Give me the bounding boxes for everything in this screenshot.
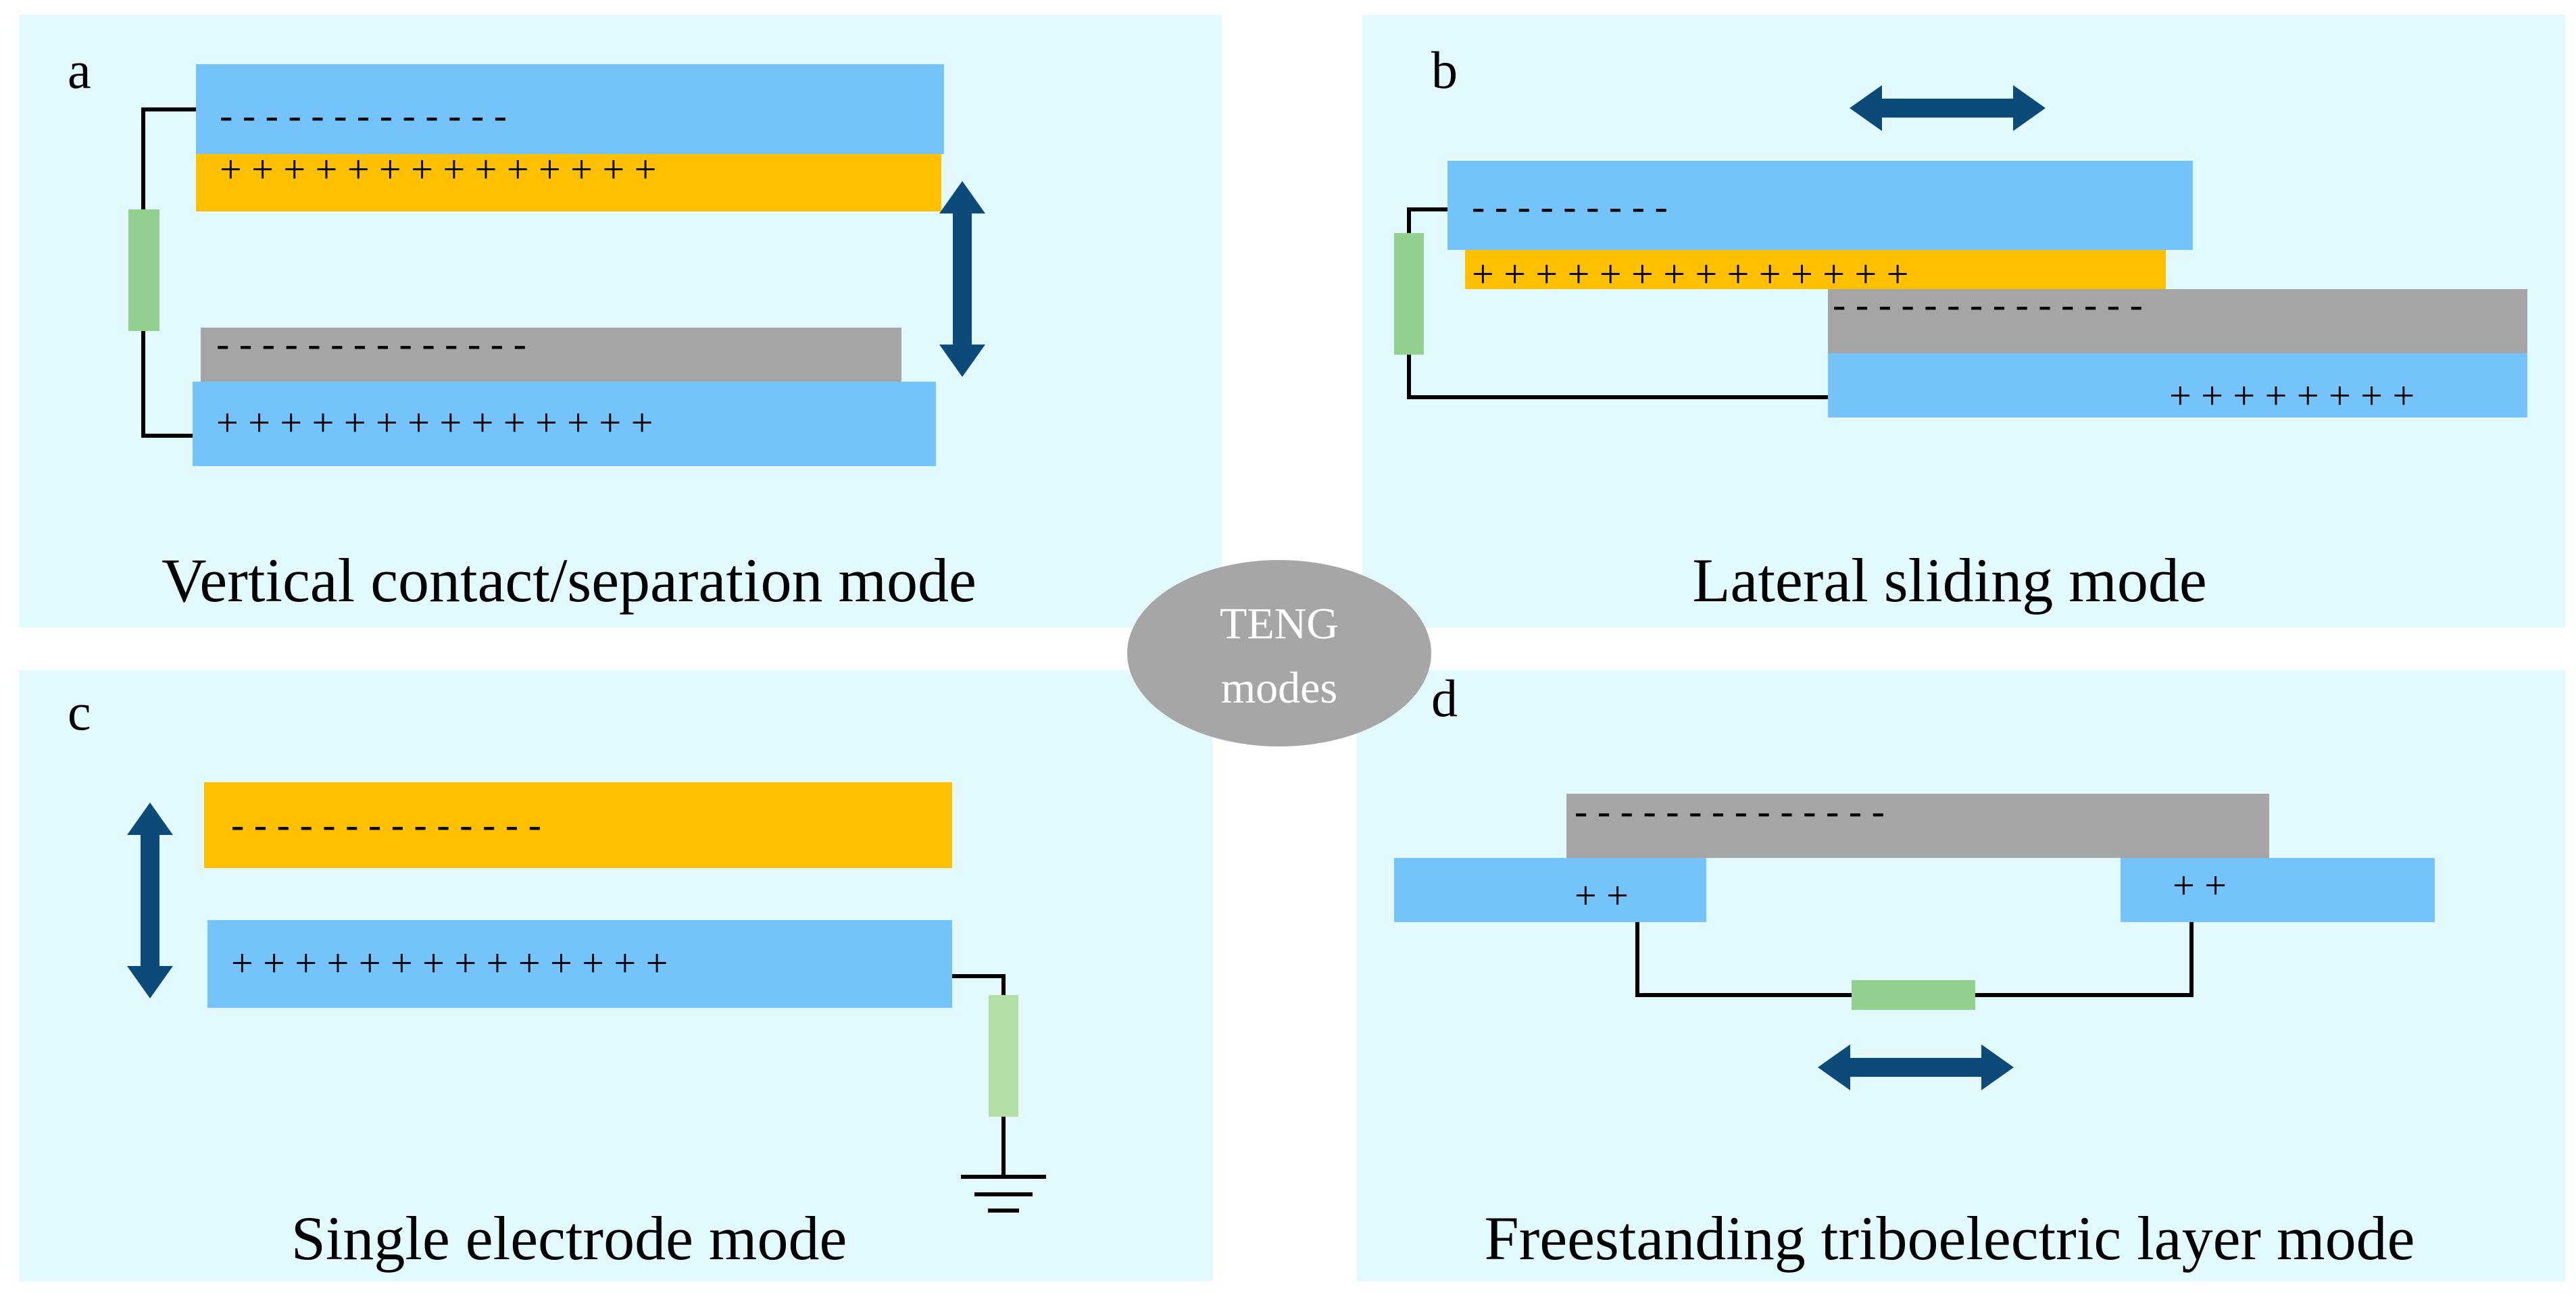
- panel-a-wire-top: [141, 107, 196, 209]
- panel-d-load: [1852, 980, 1975, 1010]
- panel-a-load: [128, 209, 159, 331]
- panel-d-right-electrode: [2121, 858, 2435, 922]
- panel-a: a - - - - - - - - - - - - - + + + + + + …: [19, 15, 1222, 628]
- panel-b-top-charges: - - - - - - - - -: [1472, 184, 1668, 228]
- panel-d-left-electrode: [1394, 858, 1706, 922]
- ground-icon: [961, 1175, 1046, 1213]
- panel-d-gray-charges: - - - - - - - - - - - - - -: [1575, 789, 1885, 833]
- panel-b-top-electrode: [1447, 161, 2193, 250]
- panel-a-letter: a: [68, 41, 91, 99]
- center-label-line1: TENG: [1220, 599, 1339, 649]
- panel-c-orange-charges: - - - - - - - - - - - - - -: [231, 803, 541, 846]
- panel-a-top-electrode: [196, 64, 944, 154]
- panel-a-bottom-electrode: [193, 382, 936, 466]
- center-teng-label: TENG modes: [1127, 560, 1431, 746]
- panel-c-orange-dielectric: [204, 782, 952, 868]
- panel-b-bottom-charges: + + + + + + + +: [2169, 374, 2414, 417]
- panel-b: b - - - - - - - - - + + + + + + + + + + …: [1362, 15, 2565, 628]
- panel-b-wire-top: [1407, 207, 1450, 235]
- panel-a-caption: Vertical contact/separation mode: [162, 546, 976, 615]
- panel-c-load: [989, 995, 1018, 1117]
- panel-d-caption: Freestanding triboelectric layer mode: [1485, 1204, 2415, 1273]
- panel-a-orange-charges: + + + + + + + + + + + + + +: [220, 147, 656, 191]
- panel-d-gray-dielectric: [1566, 794, 2269, 858]
- panel-b-letter: b: [1431, 41, 1458, 99]
- center-ellipse: [1127, 560, 1431, 746]
- panel-b-gray-charges: - - - - - - - - - - - - - -: [1833, 282, 2143, 326]
- panel-a-gray-charges: - - - - - - - - - - - - - -: [216, 322, 526, 365]
- panel-b-bottom-electrode: [1828, 353, 2527, 417]
- panel-a-top-charges: - - - - - - - - - - - - -: [220, 93, 507, 137]
- panel-b-load: [1394, 233, 1424, 355]
- center-label-line2: modes: [1221, 663, 1337, 713]
- panel-c: c - - - - - - - - - - - - - - + + + + + …: [19, 670, 1213, 1281]
- panel-b-orange-dielectric: [1465, 250, 2166, 289]
- panel-b-gray-dielectric: [1828, 289, 2527, 353]
- panel-c-caption: Single electrode mode: [291, 1204, 847, 1273]
- panel-d: d - - - - - - - - - - - - - - + + + + Fr…: [1357, 669, 2565, 1281]
- panel-d-right-charges: + +: [2173, 863, 2227, 907]
- panel-b-wire-bottom: [1407, 355, 1828, 399]
- panel-a-gray-dielectric: [201, 328, 901, 382]
- panel-a-bottom-charges: + + + + + + + + + + + + + +: [216, 401, 653, 445]
- panel-b-caption: Lateral sliding mode: [1692, 546, 2206, 615]
- panel-d-background: [1357, 670, 2565, 1281]
- panel-c-electrode: [207, 920, 952, 1008]
- panel-b-orange-charges: + + + + + + + + + + + + + +: [1472, 252, 1908, 296]
- panel-c-wire: [952, 974, 1006, 996]
- panel-a-orange-dielectric: [196, 154, 941, 211]
- panel-d-left-charges: + +: [1575, 873, 1629, 917]
- panel-d-letter: d: [1431, 669, 1458, 728]
- panel-c-letter: c: [68, 682, 91, 741]
- panel-a-wire-bottom: [141, 331, 193, 438]
- panel-c-electrode-charges: + + + + + + + + + + + + + +: [231, 941, 668, 985]
